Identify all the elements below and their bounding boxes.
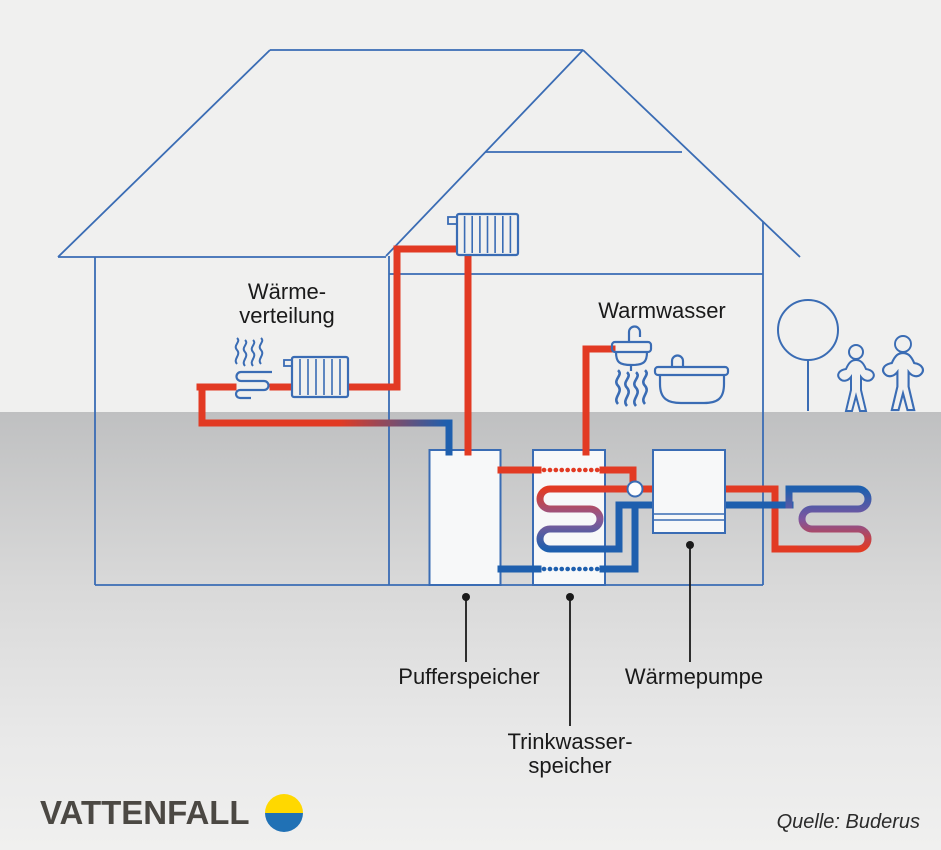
person-icon bbox=[837, 344, 875, 412]
steam-waves-icon bbox=[614, 368, 649, 408]
pump-circle-icon bbox=[626, 480, 644, 498]
callouts bbox=[462, 541, 694, 726]
roof-gable-left-slope bbox=[385, 49, 584, 257]
floor-heating-coil-icon bbox=[234, 370, 272, 400]
vattenfall-circle-icon bbox=[264, 794, 303, 832]
heat-pump-unit bbox=[652, 449, 726, 534]
label-heat-pump: Wärmepumpe bbox=[624, 664, 764, 689]
heating-return-gradient bbox=[198, 383, 453, 456]
ground-collector-coil-icon bbox=[785, 485, 872, 553]
dhw-heat-exchanger-coil bbox=[536, 485, 616, 553]
buffer-return-up bbox=[599, 502, 639, 573]
vattenfall-wordmark: VATTENFALL bbox=[40, 794, 250, 831]
callout-dot-buffer bbox=[462, 593, 470, 601]
bathtub-icon bbox=[653, 354, 730, 405]
roof-gable-right-slope bbox=[582, 49, 801, 258]
label-heat-distribution-line2: verteilung bbox=[239, 303, 335, 328]
buffer-tank bbox=[428, 449, 502, 586]
icons bbox=[234, 212, 924, 412]
warmwater-riser bbox=[582, 345, 616, 456]
callout-dot-dhw bbox=[566, 593, 574, 601]
label-heat-distribution-line1: Wärme- bbox=[247, 279, 327, 304]
person-icon bbox=[882, 335, 924, 412]
label-dhw-tank-line1: Trinkwasser- bbox=[507, 729, 633, 754]
label-dhw-tank-line2: speicher bbox=[528, 753, 612, 778]
label-hot-water: Warmwasser bbox=[598, 298, 726, 323]
radiator-icon bbox=[447, 212, 520, 257]
label-dhw-tank: Trinkwasser- speicher bbox=[507, 730, 632, 778]
tanks bbox=[428, 449, 606, 586]
radiator-icon bbox=[283, 355, 350, 399]
source-credit: Quelle: Buderus bbox=[776, 811, 920, 833]
attic-radiator-return-drop bbox=[347, 245, 459, 391]
label-heat-distribution: Wärme- verteilung bbox=[239, 280, 334, 328]
sink-icon bbox=[610, 325, 653, 371]
steam-waves-icon bbox=[234, 336, 264, 368]
roof-left-slope bbox=[57, 49, 271, 258]
label-buffer-tank: Pufferspeicher bbox=[398, 664, 540, 689]
dhw-tank bbox=[532, 449, 606, 586]
vattenfall-logo: VATTENFALL bbox=[40, 794, 303, 832]
hot-jog-to-pump bbox=[599, 466, 637, 486]
callout-dot-heatpump bbox=[686, 541, 694, 549]
tree-icon bbox=[777, 299, 839, 411]
